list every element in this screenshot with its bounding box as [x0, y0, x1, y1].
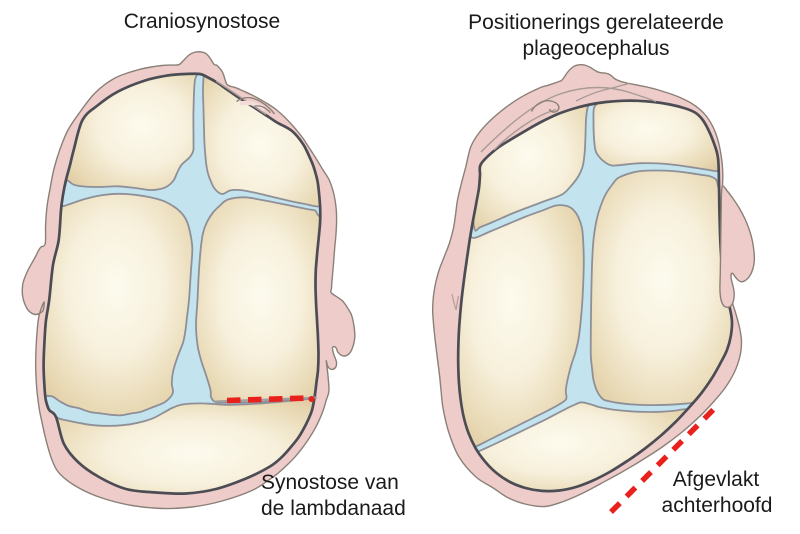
svg-text:Afgevlakt: Afgevlakt [673, 468, 760, 491]
svg-text:plageocephalus: plageocephalus [522, 37, 669, 60]
svg-text:Positionerings gerelateerde: Positionerings gerelateerde [468, 11, 724, 34]
svg-text:Craniosynostose: Craniosynostose [124, 10, 280, 33]
svg-text:achterhoofd: achterhoofd [662, 494, 773, 517]
svg-text:de lambdanaad: de lambdanaad [261, 497, 406, 520]
svg-text:Synostose van: Synostose van [261, 471, 399, 494]
